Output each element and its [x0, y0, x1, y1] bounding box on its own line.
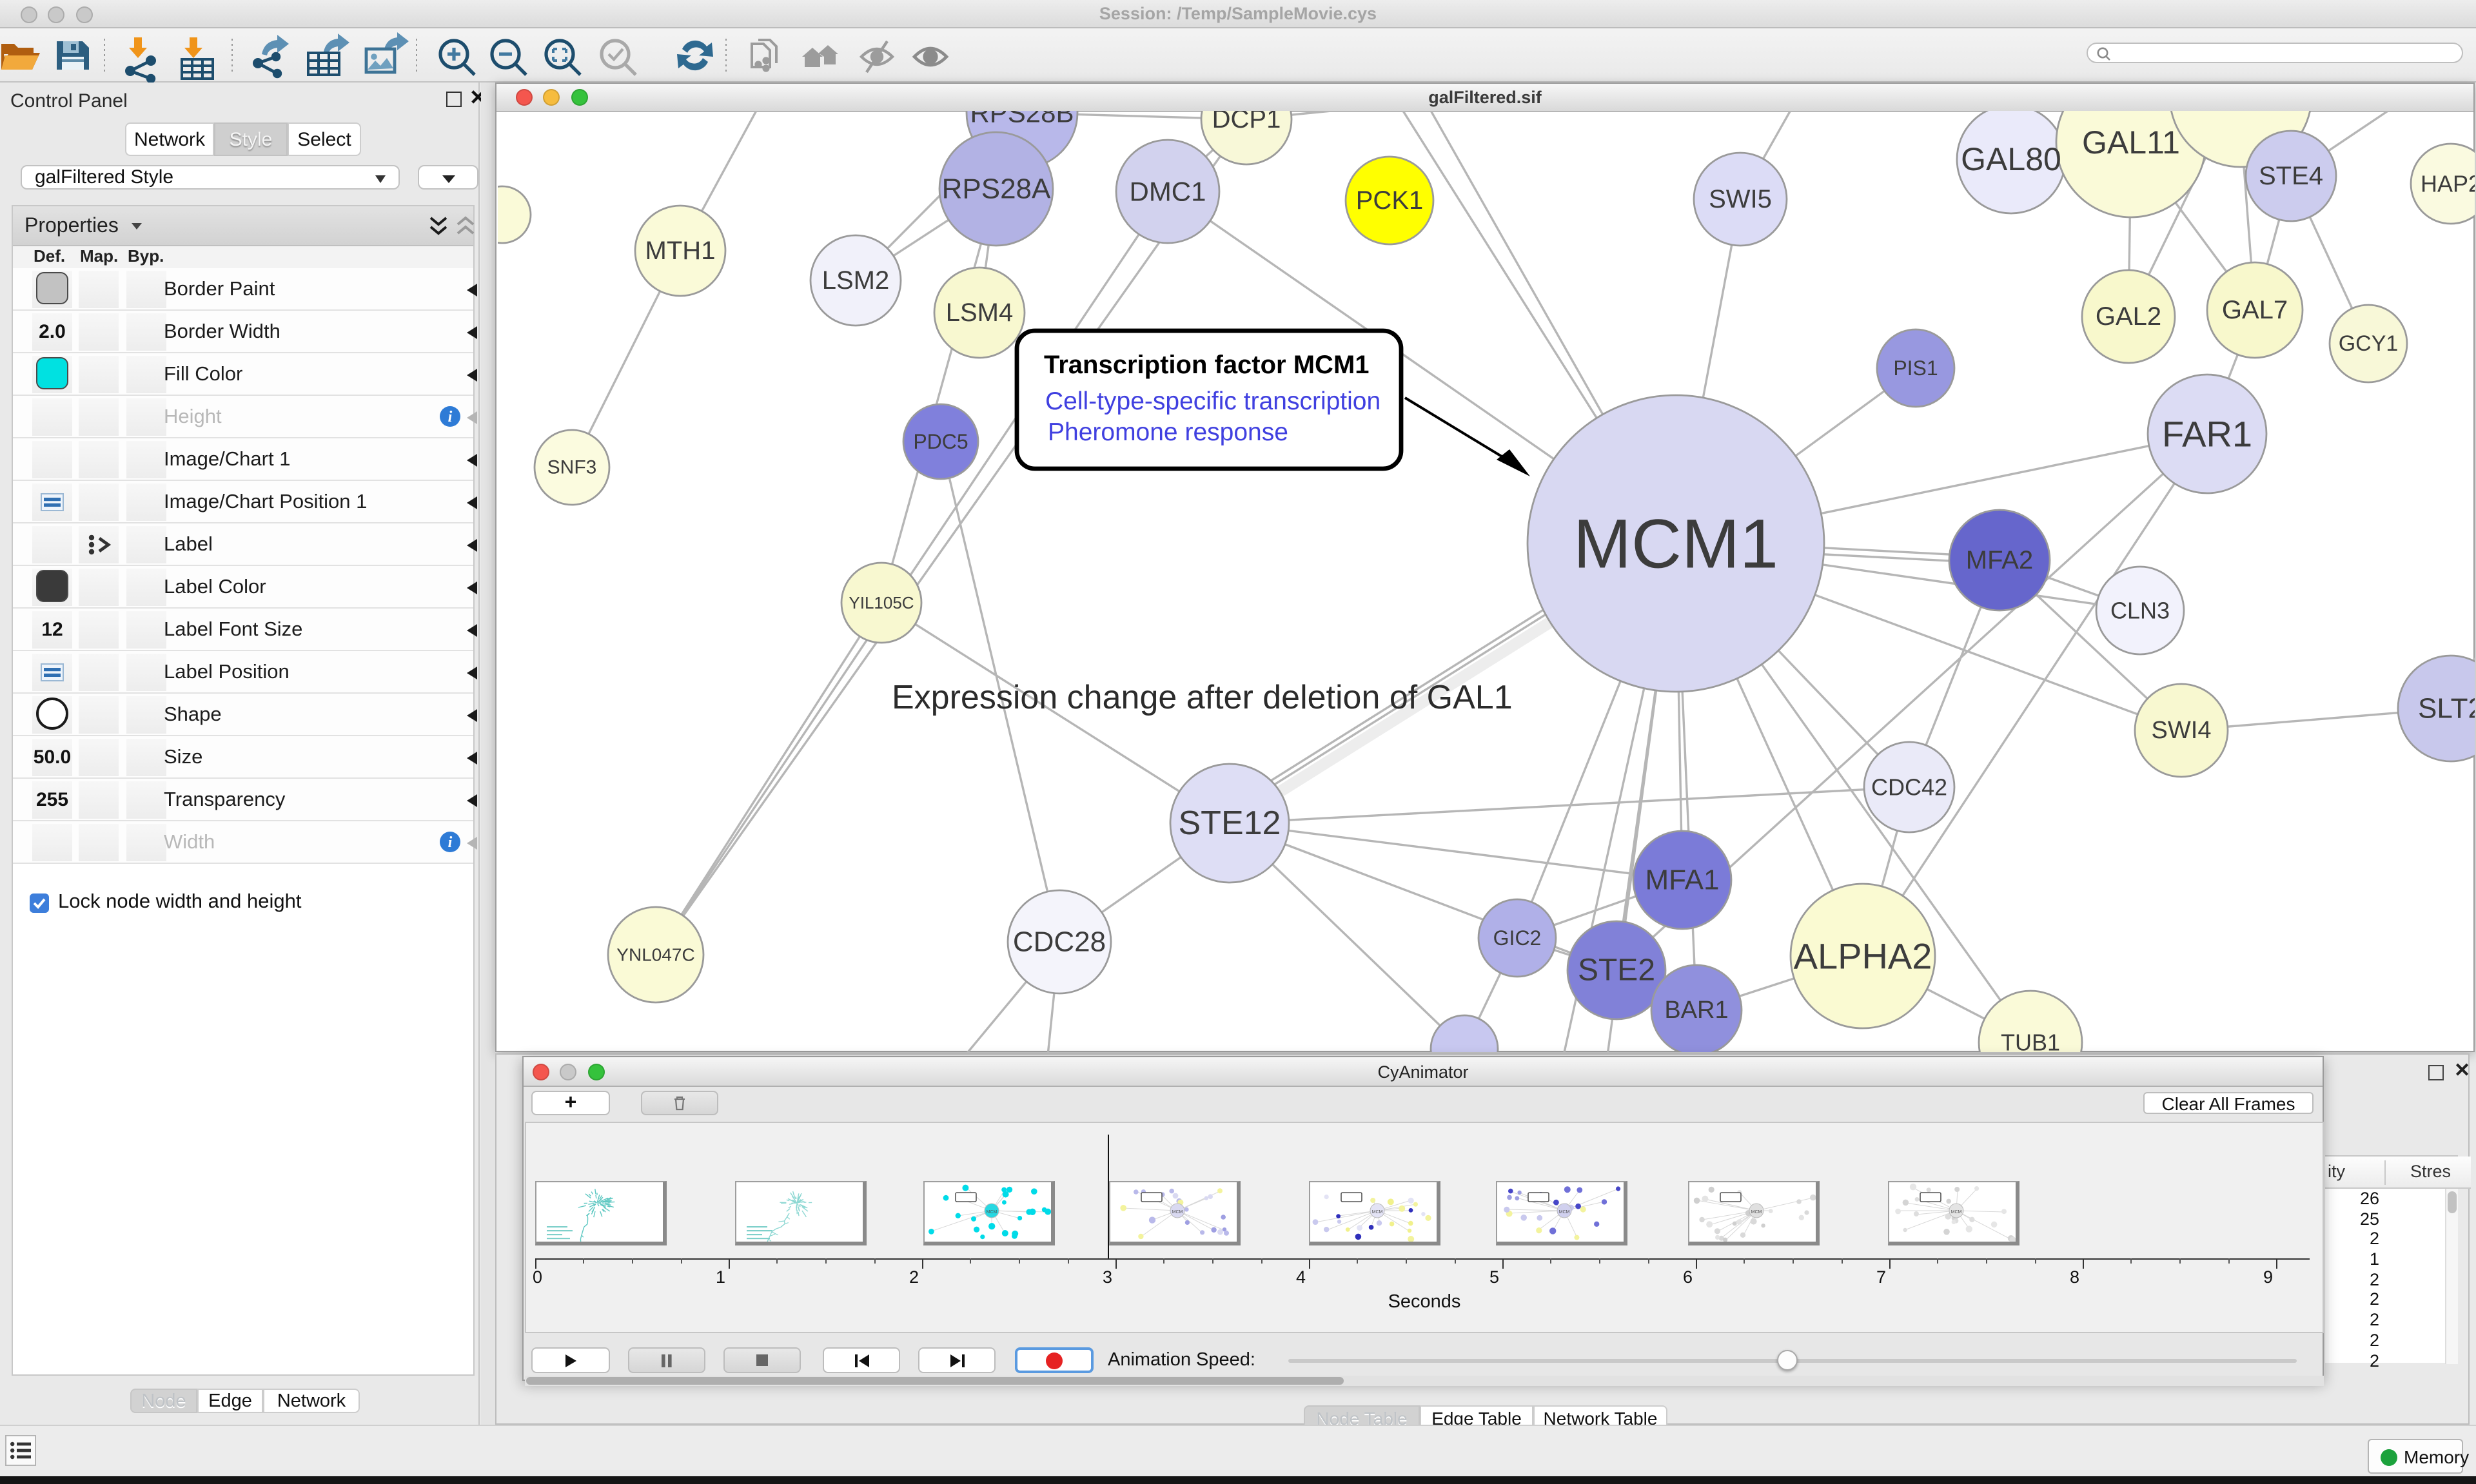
svg-text:PDC5: PDC5 [912, 429, 967, 453]
svg-text:PCK1: PCK1 [1355, 186, 1423, 214]
svg-text:STE2: STE2 [1577, 953, 1655, 987]
svg-text:GCY1: GCY1 [2338, 331, 2398, 355]
svg-text:HAP2: HAP2 [2420, 170, 2474, 197]
svg-text:PIS1: PIS1 [1892, 356, 1937, 379]
svg-text:RPS28B: RPS28B [969, 110, 1073, 128]
svg-text:Transcription factor MCM1: Transcription factor MCM1 [1043, 350, 1369, 378]
svg-text:SWI4: SWI4 [2151, 716, 2211, 743]
svg-text:YNL047C: YNL047C [616, 944, 694, 964]
svg-text:MCM1: MCM1 [1573, 504, 1778, 582]
svg-text:ALPHA2: ALPHA2 [1793, 935, 1932, 976]
svg-text:MCM: MCM [1372, 1210, 1383, 1215]
svg-text:GAL11: GAL11 [2081, 124, 2179, 160]
svg-text:MFA1: MFA1 [1645, 864, 1719, 895]
svg-text:BAR1: BAR1 [1664, 996, 1727, 1023]
svg-text:MCM: MCM [1172, 1210, 1183, 1215]
svg-text:MCM: MCM [986, 1210, 997, 1215]
svg-text:SWI5: SWI5 [1708, 184, 1771, 213]
svg-text:STE12: STE12 [1178, 804, 1281, 841]
svg-text:LSM4: LSM4 [945, 298, 1013, 326]
svg-text:CDC28: CDC28 [1012, 926, 1105, 957]
svg-text:MCM: MCM [1950, 1210, 1961, 1215]
svg-text:SNF3: SNF3 [547, 456, 596, 478]
svg-text:GAL80: GAL80 [1960, 141, 2061, 177]
svg-text:Expression change after deleti: Expression change after deletion of GAL1 [891, 678, 1512, 716]
svg-text:MFA2: MFA2 [1965, 545, 2032, 574]
svg-text:MCM: MCM [1558, 1210, 1569, 1215]
svg-text:DMC1: DMC1 [1128, 176, 1205, 206]
svg-text:DCP1: DCP1 [1212, 110, 1281, 133]
svg-text:LSM2: LSM2 [821, 266, 889, 294]
svg-text:STE4: STE4 [2258, 161, 2323, 190]
svg-text:SLT2: SLT2 [2417, 692, 2474, 724]
svg-text:Cell-type-specific transcripti: Cell-type-specific transcription [1045, 387, 1380, 415]
svg-text:GAL7: GAL7 [2221, 295, 2287, 324]
svg-text:TUB1: TUB1 [2000, 1029, 2059, 1052]
svg-text:Pheromone response: Pheromone response [1047, 418, 1288, 445]
svg-text:MCM: MCM [1751, 1210, 1762, 1215]
svg-text:YIL105C: YIL105C [848, 592, 913, 612]
svg-text:GIC2: GIC2 [1493, 926, 1541, 949]
svg-text:MTH1: MTH1 [645, 236, 715, 264]
svg-text:CDC42: CDC42 [1871, 774, 1947, 800]
svg-text:CLN3: CLN3 [2110, 597, 2169, 623]
svg-text:GAL2: GAL2 [2095, 302, 2161, 330]
svg-text:RPS28A: RPS28A [941, 173, 1050, 204]
svg-text:FAR1: FAR1 [2161, 413, 2252, 454]
